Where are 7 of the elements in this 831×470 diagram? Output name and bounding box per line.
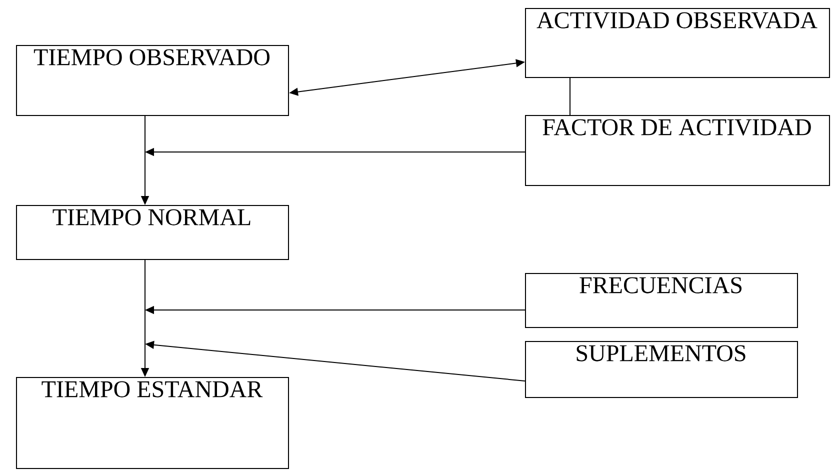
process-box: TIEMPO NORMAL	[16, 205, 289, 260]
process-box: TIEMPO ESTANDAR	[16, 377, 289, 469]
process-box: SUPLEMENTOS	[525, 341, 798, 398]
process-box: TIEMPO OBSERVADO	[16, 45, 289, 116]
process-box: FACTOR DE ACTIVIDAD	[525, 115, 830, 186]
process-box: ACTIVIDAD OBSERVADA	[525, 8, 830, 78]
process-box: FRECUENCIAS	[525, 273, 798, 328]
